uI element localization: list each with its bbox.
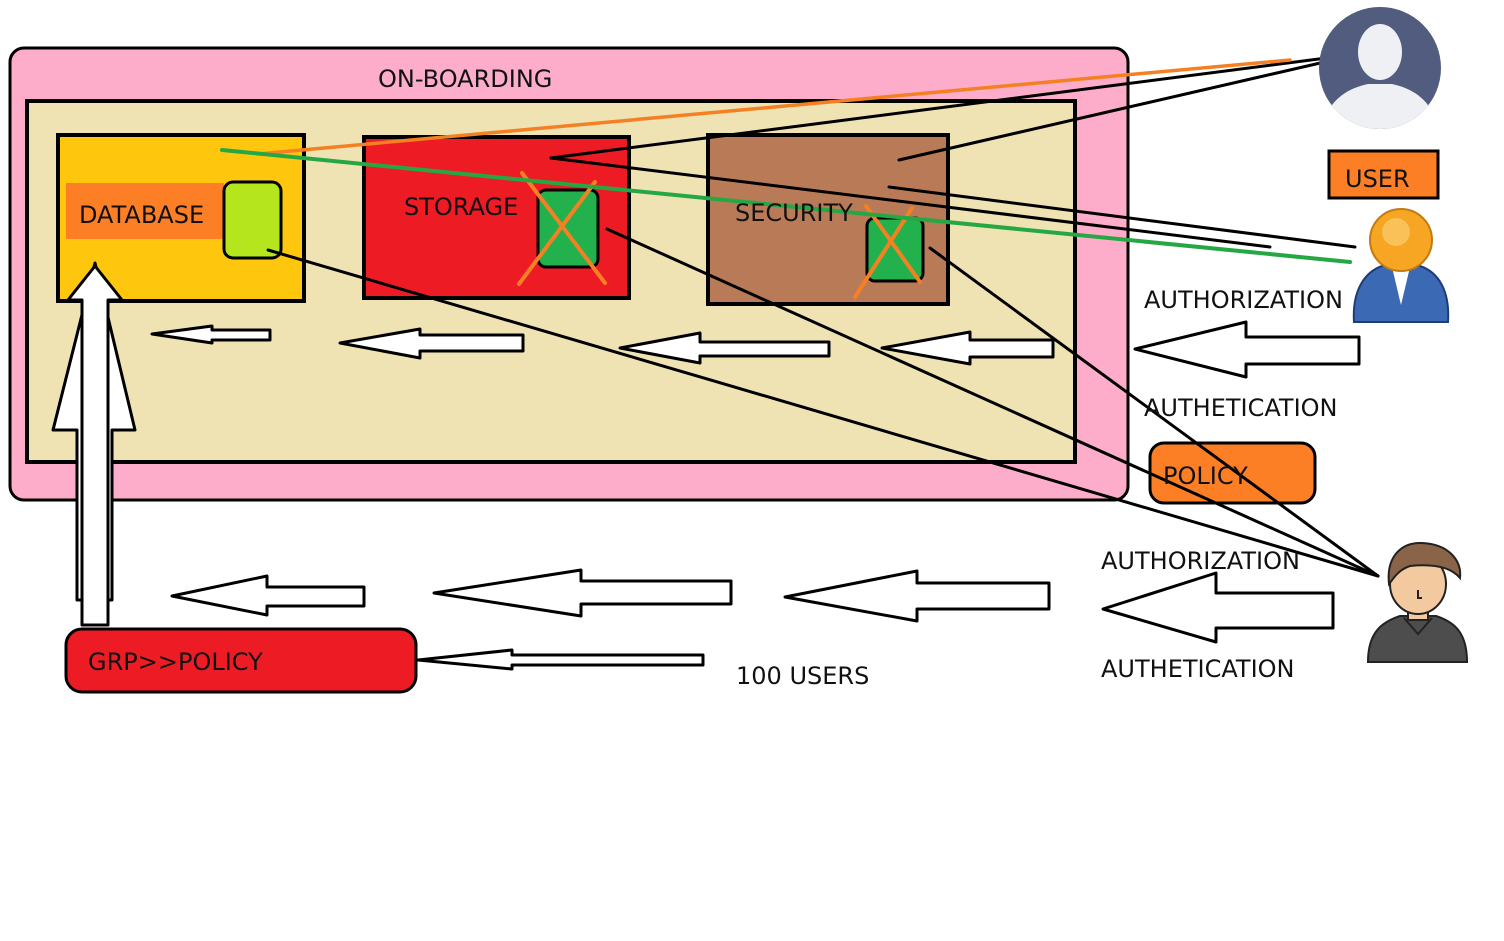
left-arrow <box>416 648 705 671</box>
database-label: DATABASE <box>79 201 205 229</box>
person-icon <box>1366 541 1469 663</box>
left-arrow <box>783 569 1051 623</box>
connector-line <box>605 227 1380 578</box>
up-arrow <box>66 264 124 627</box>
left-arrow <box>432 568 733 618</box>
left-arrow <box>1101 571 1335 644</box>
database-chip <box>222 180 283 260</box>
connector-line <box>549 54 1344 160</box>
left-arrow <box>150 324 272 345</box>
authentication-label-top: AUTHETICATION <box>1144 394 1338 422</box>
grp-policy-pill <box>64 627 418 694</box>
user-label: USER <box>1345 165 1410 193</box>
security-cross-icon <box>853 204 922 299</box>
storage-chip <box>536 188 600 269</box>
storage-cross-icon <box>517 171 607 286</box>
green-connector-line <box>220 148 1352 264</box>
left-arrow <box>880 330 1055 366</box>
users-count-label: 100 USERS <box>736 662 870 690</box>
onboarding-title: ON-BOARDING <box>378 65 553 93</box>
connector-line <box>928 246 1380 578</box>
businessman-icon <box>1352 208 1450 323</box>
authorization-label-top: AUTHORIZATION <box>1144 286 1343 314</box>
user-tag <box>1327 149 1440 200</box>
left-arrow <box>1133 320 1361 379</box>
storage-box <box>362 135 631 300</box>
left-arrow <box>170 574 366 617</box>
authorization-label-bottom: AUTHORIZATION <box>1101 547 1300 575</box>
left-arrow <box>618 331 831 365</box>
connector-line <box>266 248 1380 578</box>
connector-line <box>887 185 1357 249</box>
database-label-bg <box>66 183 224 239</box>
storage-label: STORAGE <box>404 193 519 221</box>
authentication-label-bottom: AUTHETICATION <box>1101 655 1295 683</box>
user-avatar-icon <box>1319 7 1441 129</box>
connector-line <box>897 56 1344 162</box>
grp-policy-label: GRP>>POLICY <box>88 648 263 676</box>
security-label: SECURITY <box>735 199 853 227</box>
connector-line <box>549 156 1272 249</box>
left-arrow <box>338 327 525 360</box>
policy-label: POLICY <box>1163 462 1248 490</box>
orange-connector-line <box>256 58 1292 156</box>
